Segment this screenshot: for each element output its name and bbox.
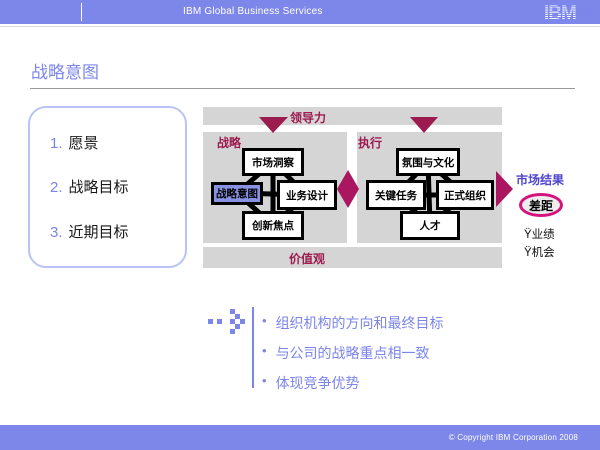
header-underline [0, 26, 600, 27]
box-formal-organization: 正式组织 [436, 180, 494, 210]
list-item: 1. 愿景 [50, 132, 185, 153]
leadership-label: 领导力 [290, 111, 327, 125]
bullet-text: 组织机构的方向和最终目标 [275, 315, 444, 331]
title-rule [30, 88, 575, 89]
top-bar-divider [81, 3, 82, 21]
bullet-dot: • [262, 373, 267, 388]
pixel-arrow-icon [206, 306, 248, 338]
strategy-label: 战略 [217, 136, 242, 150]
box-talent: 人才 [400, 211, 460, 240]
top-bar: IBM Global Business Services IBM [0, 0, 600, 24]
footer-bar: © Copyright IBM Corporation 2008 [0, 425, 600, 450]
svg-text:IBM: IBM [544, 4, 576, 21]
leadership-band [203, 107, 502, 125]
values-band [203, 247, 502, 268]
box-market-insight: 市场洞察 [242, 148, 304, 176]
list-item-number: 1. [50, 134, 63, 152]
box-climate-culture: 氛围与文化 [396, 148, 460, 176]
box-strategic-intent: 战略意图 [211, 182, 263, 205]
box-business-design: 业务设计 [277, 180, 337, 210]
list-item-number: 2. [50, 179, 63, 197]
market-results-label: 市场结果 [516, 173, 565, 187]
gap-oval: 差距 [519, 193, 563, 217]
box-critical-tasks: 关键任务 [366, 180, 426, 210]
list-item-label: 愿景 [68, 134, 99, 152]
list-item-label: 近期目标 [68, 224, 129, 242]
box-innovation-focus: 创新焦点 [242, 211, 304, 240]
bullet-item: • 与公司的战略重点相一致 [262, 343, 430, 363]
bullet-item: • 体现竞争优势 [262, 373, 360, 393]
bullet-dot: • [262, 343, 267, 358]
copyright-text: © Copyright IBM Corporation 2008 [448, 433, 578, 442]
list-item-number: 3. [50, 224, 63, 242]
result-item: Ÿ业绩 [524, 229, 555, 241]
list-item: 3. 近期目标 [50, 221, 185, 242]
notes-divider-line [252, 307, 254, 388]
bullet-item: • 组织机构的方向和最终目标 [262, 313, 444, 333]
values-label: 价值观 [289, 252, 326, 266]
agenda-panel: 1. 愿景 2. 战略目标 3. 近期目标 [28, 106, 187, 268]
list-item-label: 战略目标 [68, 179, 129, 197]
bullet-dot: • [262, 313, 267, 328]
result-item: Ÿ机会 [524, 247, 555, 259]
list-item: 2. 战略目标 [50, 176, 185, 197]
ibm-logo-icon: IBM [544, 4, 592, 21]
bullet-text: 与公司的战略重点相一致 [275, 345, 430, 361]
top-bar-title: IBM Global Business Services [183, 6, 323, 17]
bullet-text: 体现竞争优势 [275, 375, 360, 391]
page-title: 战略意图 [31, 63, 99, 82]
execution-label: 执行 [358, 136, 383, 150]
